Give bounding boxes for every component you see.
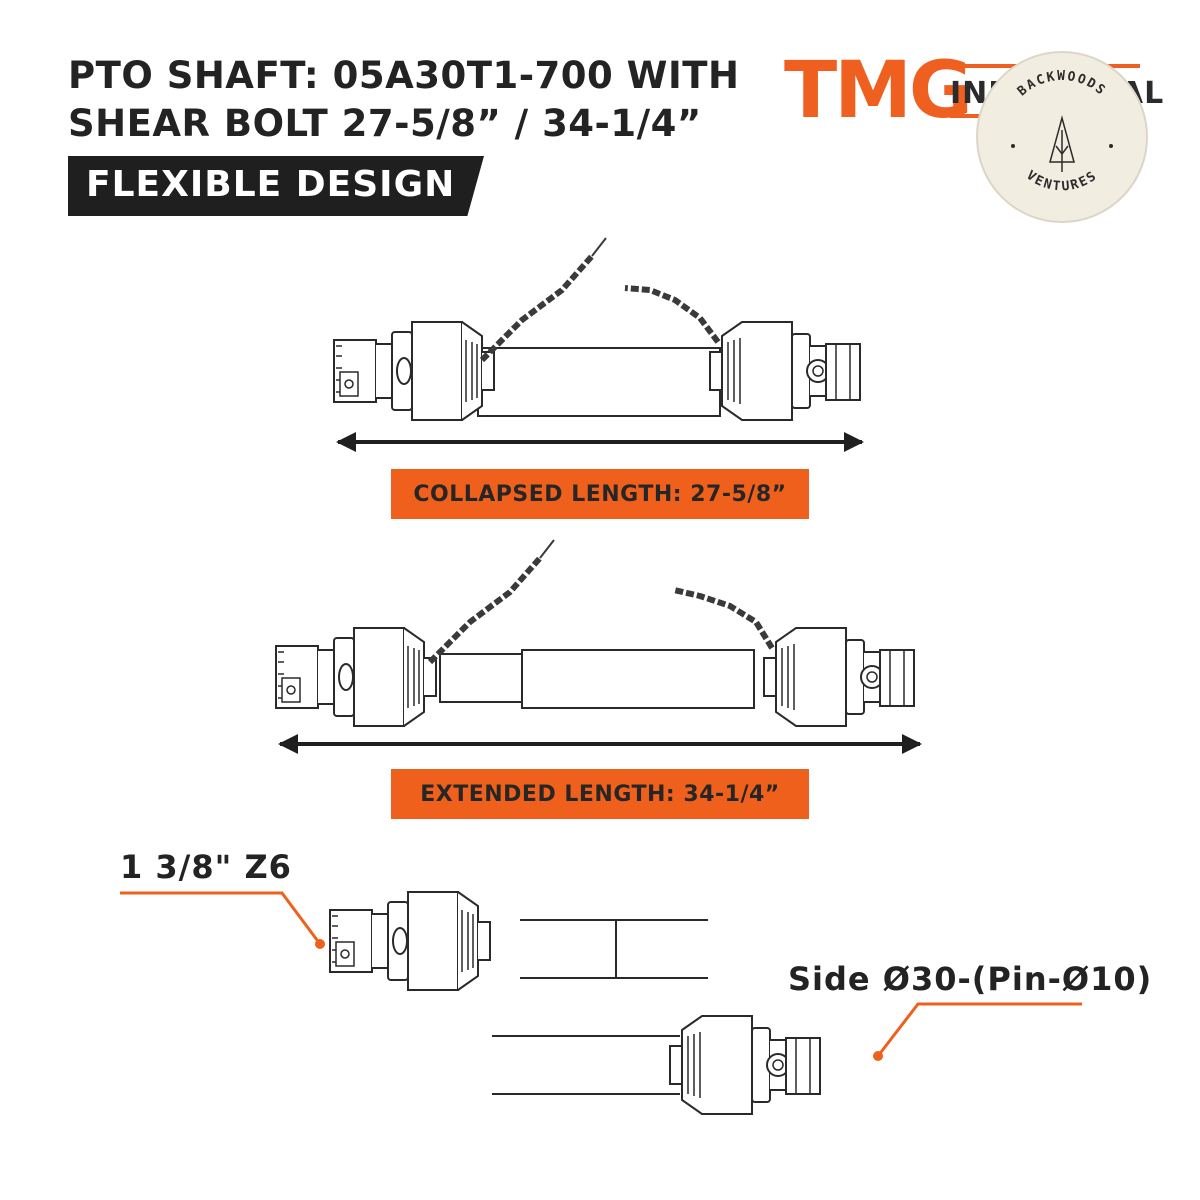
feature-tag-label: FLEXIBLE DESIGN	[86, 164, 456, 205]
collapsed-shaft-drawing	[333, 238, 861, 421]
callout-leader-left	[120, 891, 325, 949]
title-line-2: SHEAR BOLT 27-5/8” / 34-1/4”	[68, 102, 702, 145]
extended-shaft-drawing	[275, 540, 915, 727]
collapsed-length-label: COLLAPSED LENGTH: 27-5/8”	[391, 469, 809, 519]
detail-left-end-drawing	[329, 891, 708, 991]
product-title: PTO SHAFT: 05A30T1-700 WITH SHEAR BOLT 2…	[68, 52, 768, 148]
seller-badge: BACKWOODS VENTURES	[976, 51, 1148, 223]
extended-length-label: EXTENDED LENGTH: 34-1/4”	[391, 769, 809, 819]
feature-tag: FLEXIBLE DESIGN	[68, 156, 484, 216]
brand-logo-word: TMG	[784, 46, 973, 136]
title-line-1: PTO SHAFT: 05A30T1-700 WITH	[68, 54, 740, 97]
callout-leader-right	[873, 1002, 1082, 1061]
spline-size-callout: 1 3/8" Z6	[120, 848, 292, 886]
implement-side-callout: Side Ø30-(Pin-Ø10)	[788, 960, 1153, 998]
tree-icon	[1049, 115, 1075, 172]
detail-right-end-drawing	[492, 1015, 821, 1115]
